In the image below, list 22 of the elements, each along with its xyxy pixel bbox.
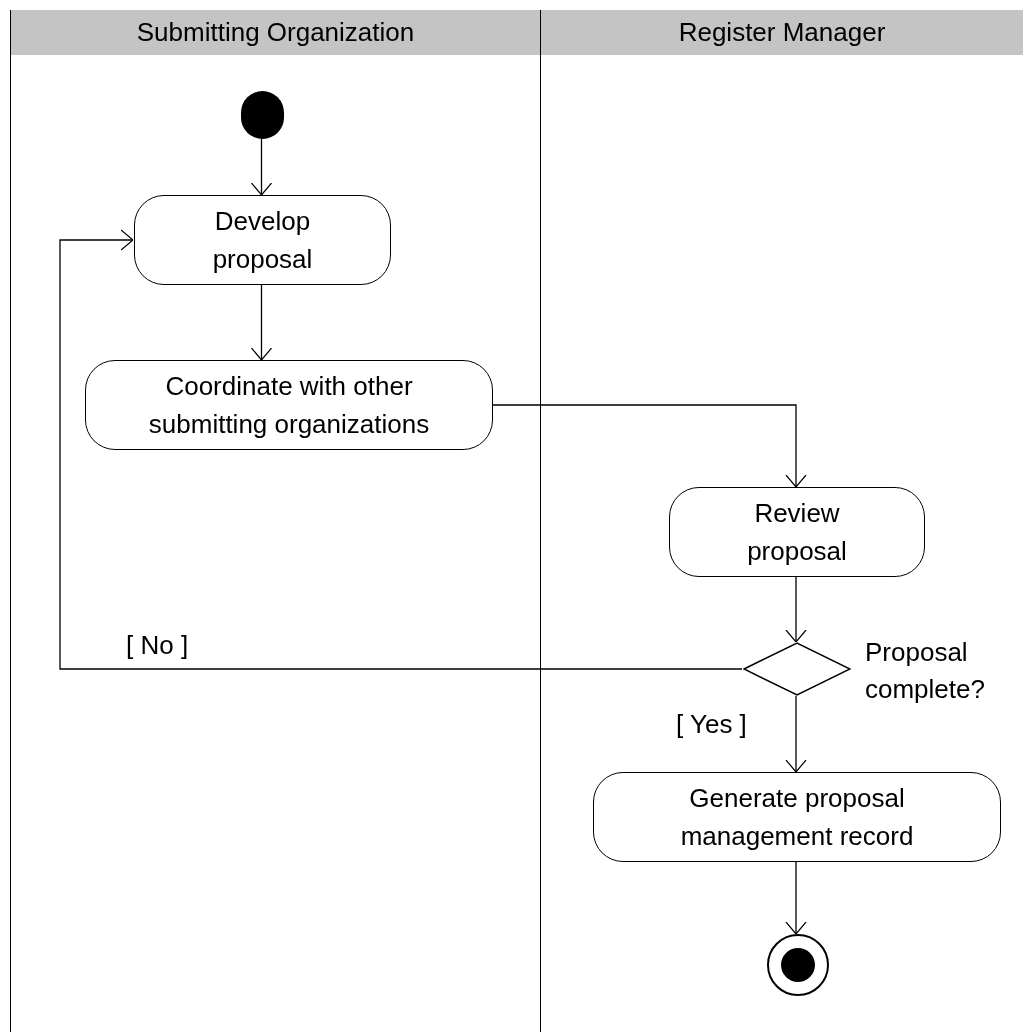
arrow bbox=[250, 138, 273, 196]
activity-box bbox=[593, 772, 1001, 862]
activity-box bbox=[85, 360, 493, 450]
activity-box bbox=[669, 487, 925, 577]
arrow bbox=[250, 284, 273, 361]
swimlane bbox=[10, 10, 540, 1032]
arrow bbox=[491, 404, 807, 488]
arrow bbox=[59, 229, 743, 670]
decision-diamond bbox=[743, 642, 851, 696]
start-node bbox=[241, 91, 284, 139]
activity-label: Generate proposal management record bbox=[679, 782, 915, 853]
lane-header: Register Manager bbox=[541, 10, 1023, 55]
arrow bbox=[785, 695, 807, 773]
swimlane bbox=[540, 10, 1023, 1032]
lane-header: Submitting Organization bbox=[11, 10, 540, 55]
condition-text: Proposal complete? bbox=[865, 636, 986, 706]
activity-label: Review proposal bbox=[746, 497, 848, 568]
arrow bbox=[785, 576, 807, 643]
arrow bbox=[785, 861, 807, 935]
activity-box bbox=[134, 195, 391, 285]
activity-label: Coordinate with other submitting organizations bbox=[147, 370, 431, 441]
activity-label: Develop proposal bbox=[211, 205, 314, 276]
